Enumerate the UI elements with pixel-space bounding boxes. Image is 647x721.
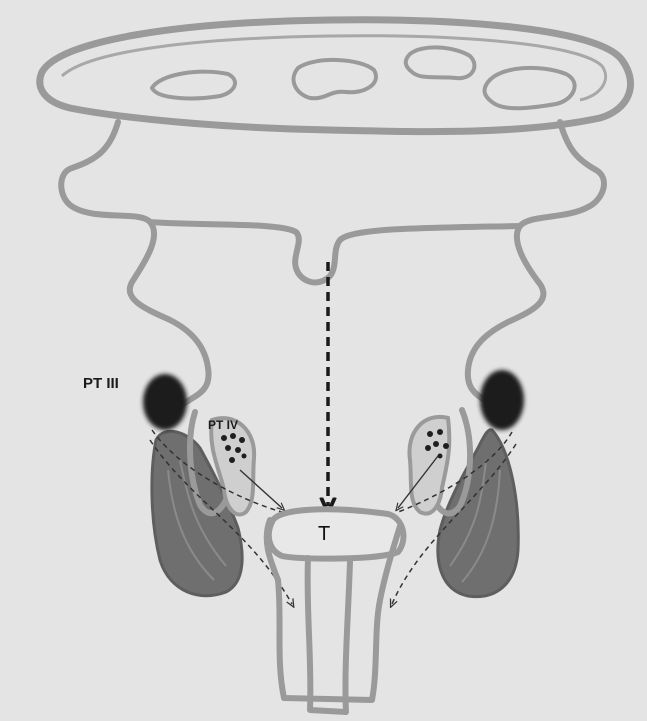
thyroid-gland <box>269 509 404 558</box>
pt4-label: PT IV <box>208 418 238 432</box>
right-pt4-pouch <box>409 410 470 514</box>
thyroid-label: T <box>318 523 330 546</box>
upper-oval <box>40 20 631 132</box>
right-pt3-gland <box>480 370 524 430</box>
pouch-cavities <box>152 47 575 108</box>
left-pt3-gland <box>143 374 187 430</box>
pt3-label: PT III <box>83 375 119 392</box>
pharynx-outline <box>61 122 604 405</box>
